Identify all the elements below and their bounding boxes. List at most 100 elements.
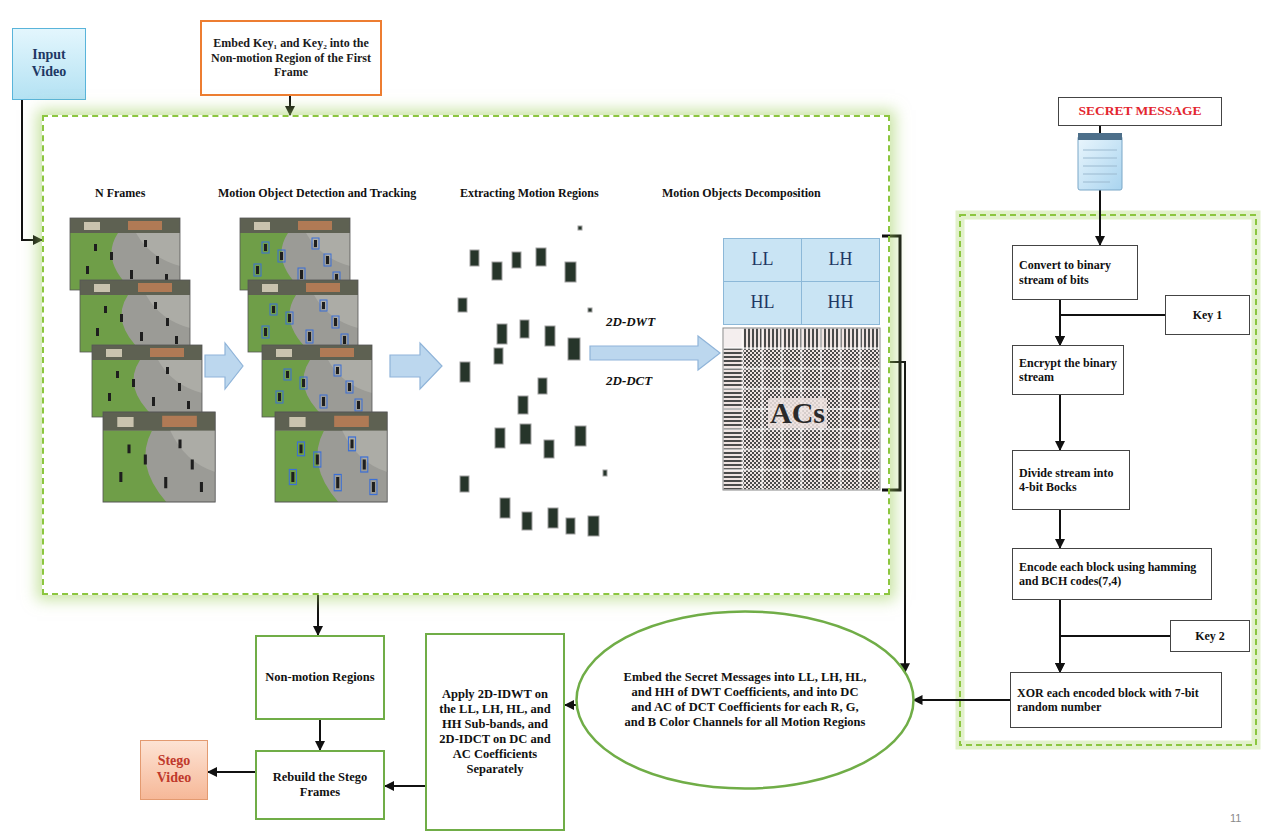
node-text: SECRET MESSAGE — [1078, 103, 1201, 119]
process-box: Embed Key₁ and Key₂ into the Non-motion … — [200, 20, 382, 96]
node-text: Encode each block using hamming and BCH … — [1019, 560, 1205, 589]
motion-region — [588, 516, 599, 536]
node-text: HL — [751, 292, 775, 314]
tracked-frame — [262, 345, 372, 417]
video-frame — [80, 280, 190, 352]
subband-cell: LL — [723, 238, 802, 282]
process-box: Encode each block using hamming and BCH … — [1012, 548, 1212, 600]
motion-region — [460, 476, 469, 492]
tracked-frame — [248, 280, 358, 352]
notepad-page — [1078, 136, 1122, 190]
motion-region — [538, 378, 547, 394]
processing-region: N FramesMotion Object Detection and Trac… — [42, 115, 890, 595]
motion-region — [536, 248, 546, 266]
connector-arrow — [565, 704, 577, 706]
motion-region — [548, 508, 558, 528]
connector-arrow — [317, 595, 319, 635]
node-text: Rebuild the Stego Frames — [263, 770, 377, 800]
motion-region — [545, 326, 555, 346]
region-heading: 2D-DCT — [606, 373, 652, 389]
video-frame — [92, 345, 202, 417]
subband-cell: HH — [801, 281, 880, 325]
tracked-frame — [275, 412, 387, 502]
motion-region — [497, 324, 507, 344]
motion-region — [565, 262, 576, 282]
embed-ellipse: Embed the Secret Messages into LL, LH, H… — [575, 610, 915, 790]
connector-arrow — [1059, 510, 1061, 548]
tracked-frame — [240, 218, 350, 290]
notepad-icon — [1078, 133, 1122, 190]
connector-arrow — [385, 785, 425, 787]
node-text: Encrypt the binary stream — [1019, 356, 1117, 385]
node-text: Embed the Secret Messages into LL, LH, H… — [623, 670, 868, 730]
motion-region — [494, 348, 503, 364]
process-box: Convert to binary stream of bits — [1012, 245, 1138, 300]
motion-region — [520, 320, 529, 338]
motion-region — [603, 470, 607, 476]
region-heading: 2D-DWT — [606, 314, 655, 330]
dct-basis-image — [723, 328, 880, 490]
transform-arrow — [590, 336, 720, 370]
video-frame — [70, 218, 180, 290]
node-text: Apply 2D-IDWT on the LL, LH, HL, and HH … — [433, 687, 557, 777]
message-box: SECRET MESSAGE — [1058, 97, 1222, 126]
input-box: Input Video — [12, 28, 86, 100]
node-text: LH — [829, 249, 853, 271]
connector-arrow — [319, 720, 321, 750]
video-frames — [70, 218, 215, 502]
node-text: Non-motion Regions — [265, 670, 374, 685]
video-frame — [103, 412, 215, 502]
node-text: Input Video — [17, 47, 81, 81]
motion-region — [500, 498, 510, 518]
block-arrow — [390, 343, 442, 389]
node-text: Key 1 — [1193, 308, 1223, 322]
node-text: Embed Key₁ and Key₂ into the Non-motion … — [210, 36, 372, 79]
connector-arrow — [890, 362, 905, 672]
motion-region — [522, 512, 532, 530]
region-heading: Motion Objects Decomposition — [662, 186, 821, 200]
block-arrow — [205, 343, 243, 389]
node-text: Convert to binary stream of bits — [1019, 258, 1131, 287]
connector-arrow — [289, 96, 291, 115]
output-box: Stego Video — [140, 740, 208, 800]
process-box: Encrypt the binary stream — [1012, 345, 1124, 395]
motion-region — [492, 262, 502, 280]
connector-arrow — [1059, 395, 1061, 450]
process-box: Non-motion Regions — [255, 635, 385, 720]
ellipse-shape — [577, 612, 914, 789]
dct-border — [723, 328, 880, 490]
node-text: HH — [828, 292, 854, 314]
process-box: Rebuild the Stego Frames — [255, 750, 385, 820]
connector-arrow — [1060, 315, 1165, 345]
motion-region — [575, 426, 586, 446]
motion-region — [460, 362, 470, 382]
notepad-lines — [1083, 150, 1117, 182]
node-text: XOR each encoded block with 7-bit random… — [1017, 686, 1215, 715]
page-number: 11 — [1230, 812, 1241, 824]
dct-pattern — [723, 328, 880, 490]
node-text: LL — [752, 249, 774, 271]
motion-regions — [458, 226, 607, 536]
key-box: Key 2 — [1170, 620, 1250, 652]
motion-region — [588, 308, 592, 312]
region-glow — [960, 215, 1256, 745]
subband-cell: LH — [801, 238, 880, 282]
key-box: Key 1 — [1165, 295, 1250, 335]
region-heading: N Frames — [95, 186, 145, 200]
motion-region — [520, 424, 531, 444]
subband-cell: HL — [723, 281, 802, 325]
connector-arrow — [22, 100, 42, 240]
motion-region — [566, 518, 575, 534]
connector-arrow — [914, 699, 1011, 701]
notepad-binding — [1078, 133, 1122, 140]
connector-arrow — [208, 771, 255, 773]
motion-region — [512, 252, 521, 268]
motion-region — [568, 338, 580, 360]
motion-region — [578, 226, 582, 230]
block-arrows — [205, 336, 720, 389]
node-text: Divide stream into 4-bit Bocks — [1019, 466, 1123, 495]
message-region-outline — [960, 215, 1256, 745]
dct-grid — [723, 328, 880, 490]
